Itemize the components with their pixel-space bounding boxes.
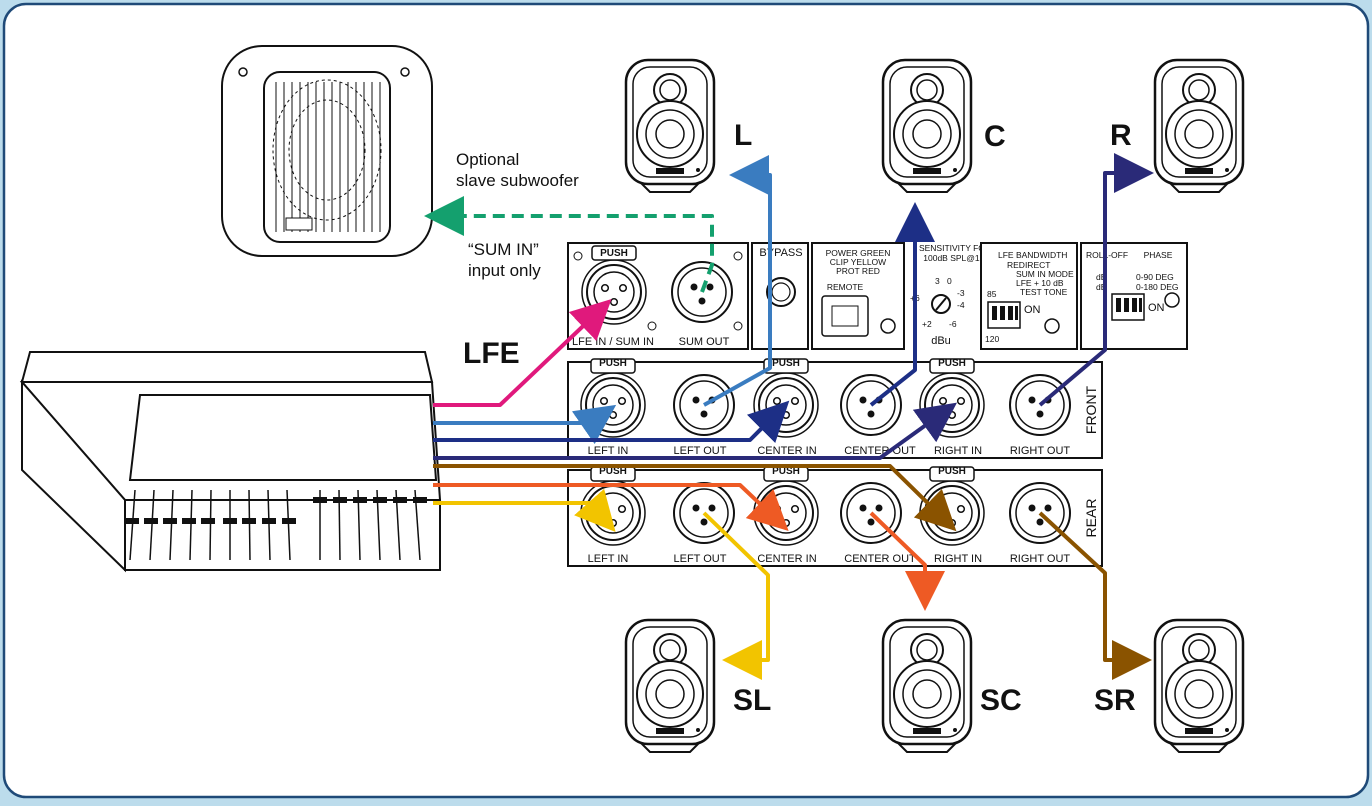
speaker-center [881, 58, 973, 194]
knob-mark-m6: -6 [949, 319, 957, 329]
knob-mark-m4: -4 [957, 300, 965, 310]
subwoofer [221, 45, 433, 257]
cable-surround-right-in [433, 464, 957, 532]
speaker-surround-left [624, 618, 716, 754]
lfe-bandwidth-label: LFE BANDWIDTH [998, 250, 1067, 260]
bypass-label: BYPASS [759, 247, 802, 259]
redirect-label: REDIRECT [1007, 260, 1050, 270]
rear-left-in-label: LEFT IN [588, 553, 629, 565]
slave-subwoofer-label: slave subwoofer [456, 171, 579, 190]
front-center-in-label: CENTER IN [757, 445, 816, 457]
cables [424, 153, 1154, 680]
front-right-out-label: RIGHT OUT [1010, 445, 1071, 457]
sum-out-label: SUM OUT [679, 336, 730, 348]
dip-on-label: ON [1024, 304, 1041, 316]
front-right-in-label: RIGHT IN [934, 445, 982, 457]
speaker-sc-label: SC [980, 684, 1022, 717]
speaker-c-label: C [984, 120, 1006, 153]
knob-mark-p2: +2 [922, 319, 932, 329]
push-label: PUSH [600, 248, 628, 259]
cable-surround-left-out [702, 511, 770, 680]
prot-red-label: PROT RED [836, 266, 880, 276]
sensitivity-label-2: 100dB SPL@1m [923, 253, 986, 263]
front-panel: PUSH PUSH PUSH LEFT IN LEFT OUT CENTER I… [567, 358, 1103, 459]
phase-on-label: ON [1148, 302, 1165, 314]
status-led [880, 318, 896, 334]
rolloff-db2-label: dB [1096, 282, 1107, 292]
cable-surround-center-in [433, 483, 789, 531]
lfe-plus-10-label: LFE + 10 dB [1016, 278, 1064, 288]
rear-center-out-label: CENTER OUT [844, 553, 916, 565]
phase-label: PHASE [1144, 250, 1173, 260]
front-push-left: PUSH [599, 358, 627, 369]
phase-180-label: 0-180 DEG [1136, 282, 1179, 292]
cable-center-in [433, 400, 790, 444]
cable-surround-center-out [869, 511, 945, 611]
remote-label: REMOTE [827, 282, 864, 292]
sensitivity-label-1: SENSITIVITY FOR [919, 243, 991, 253]
rear-push-center: PUSH [772, 466, 800, 477]
lfe-label: LFE [463, 337, 520, 370]
lfe-in-sum-in-label: LFE IN / SUM IN [572, 336, 654, 348]
rear-panel: PUSH PUSH PUSH LEFT IN LEFT OUT CENTER I… [567, 466, 1103, 567]
power-green-label: POWER GREEN [826, 248, 891, 258]
front-center-out-label: CENTER OUT [844, 445, 916, 457]
cable-right-in [433, 402, 957, 460]
speaker-r-label: R [1110, 119, 1132, 152]
clip-yellow-label: CLIP YELLOW [830, 257, 886, 267]
dbu-label: dBu [931, 335, 951, 347]
front-label: FRONT [1083, 385, 1099, 434]
input-only-label: input only [468, 261, 541, 280]
knob-mark-3: 3 [935, 276, 940, 286]
rear-push-right: PUSH [938, 466, 966, 477]
speaker-surround-right [1153, 618, 1245, 754]
sum-in-label: “SUM IN” [468, 240, 539, 259]
front-push-center: PUSH [772, 358, 800, 369]
optional-label: Optional [456, 150, 519, 169]
speaker-right [1153, 58, 1245, 194]
front-left-in-label: LEFT IN [588, 445, 629, 457]
phase-90-label: 0-90 DEG [1136, 272, 1174, 282]
knob-mark-m3: -3 [957, 288, 965, 298]
speaker-sr-label: SR [1094, 684, 1136, 717]
lfe-panel: PUSH LFE IN / SUM IN SUM OUT BYPASS POWE… [567, 242, 1188, 350]
rolloff-db1-label: dB [1096, 272, 1107, 282]
front-left-out-label: LEFT OUT [674, 445, 727, 457]
mixing-console [19, 351, 442, 573]
rear-label: REAR [1083, 499, 1099, 538]
rear-push-left: PUSH [599, 466, 627, 477]
cable-left-out [703, 155, 772, 407]
cable-surround-left-in [433, 488, 616, 532]
cable-right-out [1038, 153, 1154, 407]
cable-surround-right-out [1038, 511, 1152, 680]
cable-lfe [433, 298, 612, 407]
sum-in-mode-label: SUM IN MODE [1016, 269, 1074, 279]
rear-right-in-label: RIGHT IN [934, 553, 982, 565]
bandwidth-120-label: 120 [985, 334, 999, 344]
rear-right-out-label: RIGHT OUT [1010, 553, 1071, 565]
speaker-surround-center [881, 618, 973, 754]
test-tone-label: TEST TONE [1020, 287, 1068, 297]
bandwidth-85-label: 85 [987, 289, 997, 299]
speaker-sl-label: SL [733, 684, 771, 717]
rear-left-out-label: LEFT OUT [674, 553, 727, 565]
knob-mark-0: 0 [947, 276, 952, 286]
front-push-right: PUSH [938, 358, 966, 369]
cable-sub-link [424, 196, 714, 293]
cable-center-out [869, 202, 935, 407]
speaker-left [624, 58, 716, 194]
speaker-l-label: L [734, 119, 752, 152]
cable-left-in [433, 404, 617, 445]
rear-center-in-label: CENTER IN [757, 553, 816, 565]
